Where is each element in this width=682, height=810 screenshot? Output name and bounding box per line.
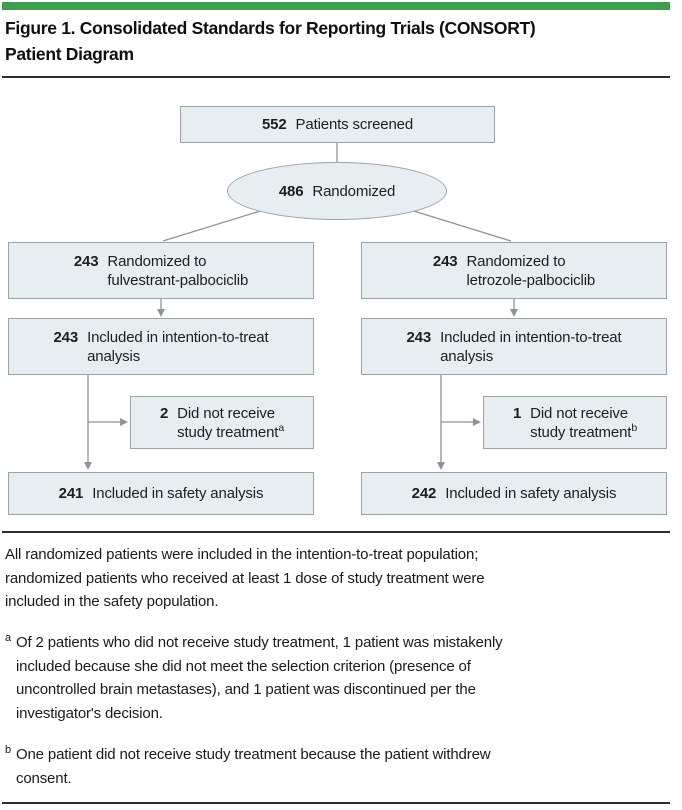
arm-left-itt-box: 243 Included in intention-to-treat analy…: [8, 318, 314, 375]
arm-right-itt-box: 243 Included in intention-to-treat analy…: [361, 318, 667, 375]
patient-count: 243: [432, 252, 458, 270]
arm-left-safety-box: 241 Included in safety analysis: [8, 472, 314, 515]
connector-diagonal-right: [403, 207, 512, 242]
node-label: Randomized to fulvestrant-palbociclib: [107, 252, 249, 289]
patient-count: 1: [512, 404, 522, 422]
node-label: Randomized to letrozole-palbociclib: [466, 252, 596, 289]
footnote-b-marker: b: [5, 744, 11, 756]
arm-right-safety-box: 242 Included in safety analysis: [361, 472, 667, 515]
arm-right-randomized-box: 243 Randomized to letrozole-palbociclib: [361, 242, 667, 299]
arm-left-not-treated-box: 2 Did not receive study treatmenta: [130, 396, 314, 449]
patient-count: 241: [58, 485, 84, 502]
bottom-divider: [2, 802, 670, 804]
accent-bar: [2, 2, 670, 10]
node-label-text: Did not receive study treatment: [530, 404, 632, 441]
node-label: Patients screened: [295, 116, 414, 133]
screened-box: 552 Patients screened: [180, 106, 495, 143]
figure-title: Figure 1. Consolidated Standards for Rep…: [5, 18, 536, 64]
patient-count: 243: [53, 328, 79, 346]
node-label: Included in intention-to-treat analysis: [87, 328, 269, 365]
footnote-marker: a: [278, 421, 285, 434]
patient-count: 552: [261, 116, 287, 133]
caption-divider: [2, 531, 670, 533]
node-label: Included in safety analysis: [445, 485, 617, 502]
node-label: Included in intention-to-treat analysis: [440, 328, 622, 365]
arm-right-not-treated-box: 1 Did not receive study treatmentb: [483, 396, 667, 449]
patient-count: 486: [278, 182, 304, 200]
arm-left-randomized-box: 243 Randomized to fulvestrant-palbocicli…: [8, 242, 314, 299]
footnote-marker: b: [631, 421, 638, 434]
footnote-a: a Of 2 patients who did not receive stud…: [5, 631, 673, 725]
footnote-a-text: Of 2 patients who did not receive study …: [15, 634, 503, 722]
patient-count: 242: [411, 485, 437, 502]
title-divider: [2, 76, 670, 78]
caption-note: All randomized patients were included in…: [5, 546, 485, 610]
randomized-ellipse: 486 Randomized: [227, 162, 447, 220]
node-label: Randomized: [312, 182, 396, 200]
patient-count: 2: [159, 404, 169, 422]
node-label: Did not receive study treatmenta: [177, 404, 284, 442]
patient-count: 243: [406, 328, 432, 346]
footnote-b: b One patient did not receive study trea…: [5, 743, 673, 790]
footnote-b-text: One patient did not receive study treatm…: [15, 746, 491, 787]
node-label: Did not receive study treatmentb: [530, 404, 637, 442]
footnote-a-marker: a: [5, 632, 11, 644]
node-label-text: Did not receive study treatment: [177, 404, 279, 441]
patient-count: 243: [73, 252, 99, 270]
node-label: Included in safety analysis: [92, 485, 264, 502]
connector-diagonal-left: [162, 207, 271, 242]
